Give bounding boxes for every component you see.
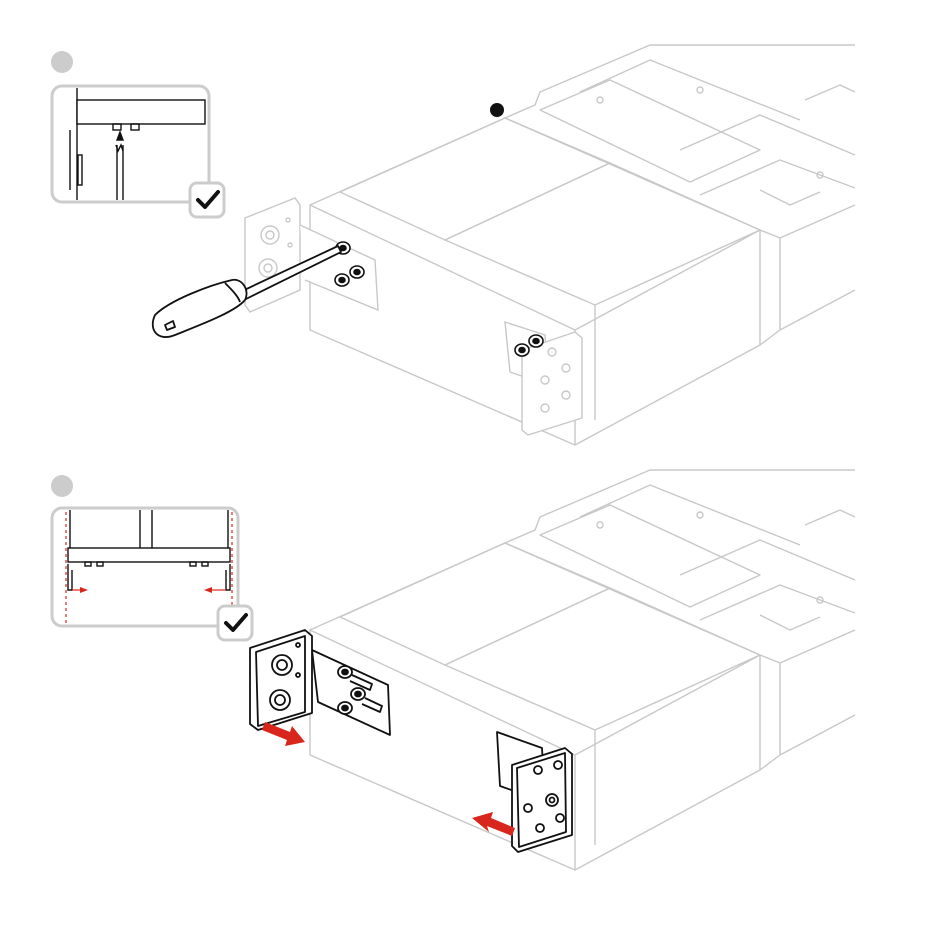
step-2-inset	[52, 508, 252, 640]
step-2-marker	[51, 475, 73, 497]
step-2-checkmark-icon	[218, 606, 252, 640]
detail-marker	[490, 103, 504, 117]
step-1-marker	[51, 51, 73, 73]
arrow-right-bracket-outward	[472, 812, 515, 836]
chassis-2	[310, 470, 855, 870]
step-2	[51, 470, 855, 870]
right-bracket-1	[505, 322, 582, 435]
left-bracket-1	[245, 198, 378, 312]
step-1-inset	[52, 86, 224, 217]
arrow-left-bracket-outward	[262, 722, 305, 746]
step-1-checkmark-icon	[190, 183, 224, 217]
step-1	[51, 45, 855, 445]
left-bracket-2	[250, 630, 390, 735]
arrow-icon	[262, 722, 515, 836]
